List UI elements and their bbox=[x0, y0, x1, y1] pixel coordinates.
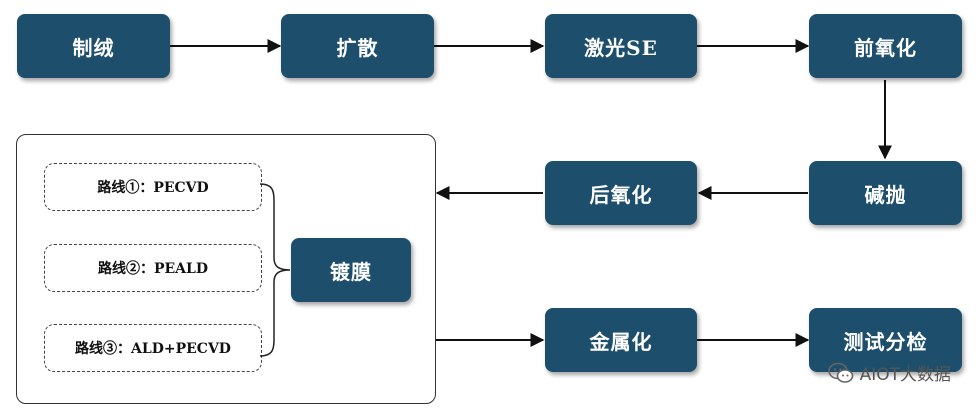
step-test-sort-label: 测试分检 bbox=[843, 329, 928, 354]
step-metallization: 金属化 bbox=[545, 308, 697, 372]
step-coating: 镀膜 bbox=[291, 238, 411, 302]
step-laser-se-label: 激光SE bbox=[584, 35, 658, 60]
step-alkali-polish-label: 碱抛 bbox=[864, 182, 907, 207]
step-texturing: 制绒 bbox=[17, 14, 170, 78]
step-pre-oxidation: 前氧化 bbox=[809, 14, 962, 78]
step-texturing-label: 制绒 bbox=[72, 35, 115, 60]
route-2: 路线②：PEALD bbox=[44, 244, 262, 292]
route-2-label: 路线②：PEALD bbox=[97, 261, 209, 277]
step-pre-oxidation-label: 前氧化 bbox=[854, 35, 917, 60]
step-diffusion: 扩散 bbox=[281, 14, 434, 78]
watermark-text: AIOT大数据 bbox=[859, 365, 951, 385]
step-post-oxidation: 后氧化 bbox=[545, 161, 697, 225]
route-1-label: 路线①：PECVD bbox=[97, 180, 209, 196]
watermark: AIOT大数据 bbox=[827, 360, 951, 385]
step-metallization-label: 金属化 bbox=[589, 329, 653, 354]
step-coating-label: 镀膜 bbox=[330, 259, 372, 284]
route-brace bbox=[259, 183, 291, 357]
step-diffusion-label: 扩散 bbox=[336, 35, 379, 60]
wechat-icon bbox=[827, 362, 853, 383]
route-1: 路线①：PECVD bbox=[44, 163, 262, 211]
step-test-sort: 测试分检 bbox=[809, 308, 962, 372]
route-3-label: 路线③：ALD+PECVD bbox=[75, 341, 231, 357]
step-post-oxidation-label: 后氧化 bbox=[589, 182, 653, 207]
route-3: 路线③：ALD+PECVD bbox=[44, 324, 262, 372]
step-laser-se: 激光SE bbox=[545, 14, 697, 78]
step-alkali-polish: 碱抛 bbox=[809, 161, 962, 225]
